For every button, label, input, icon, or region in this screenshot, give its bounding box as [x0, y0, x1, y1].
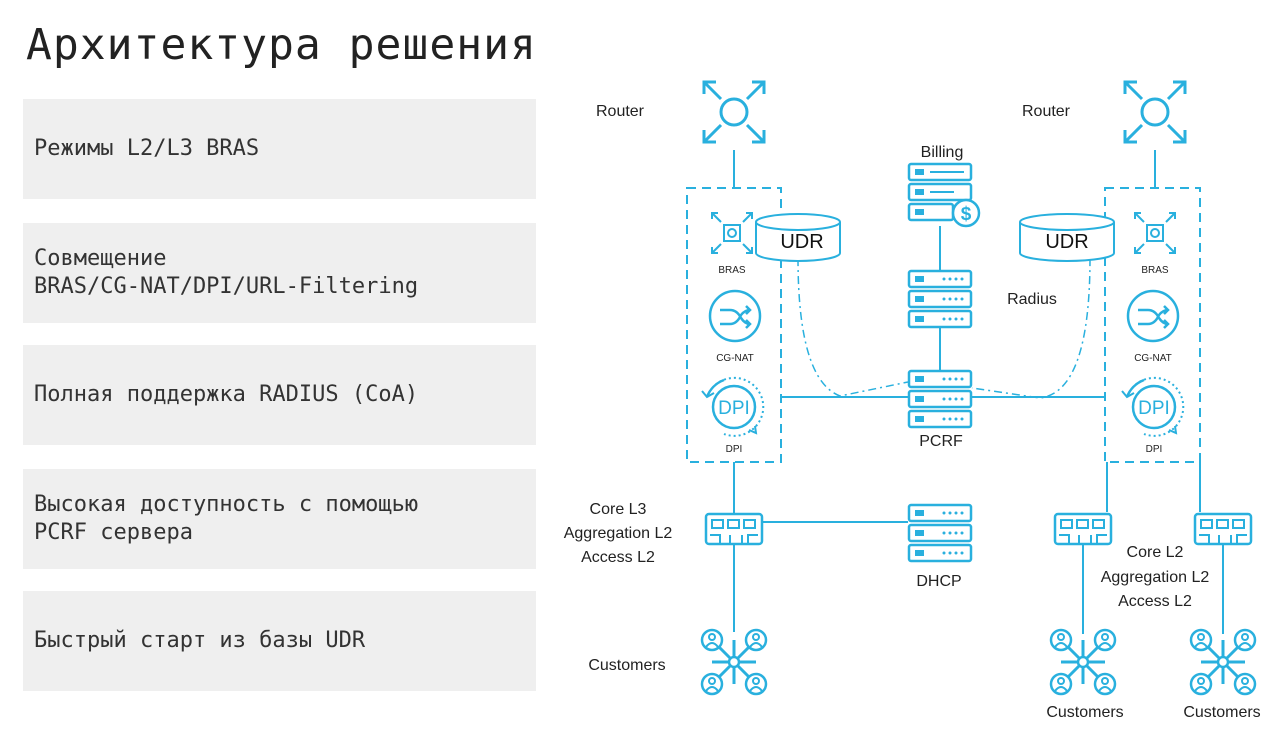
dpi-right-label: DPI [1146, 444, 1163, 455]
feature-high-availability: Высокая доступность с помощью PCRF серве… [23, 469, 536, 569]
dhcp-server-icon [907, 503, 973, 563]
core-left-line-3: Access L2 [581, 549, 655, 566]
radius-label: Radius [1007, 291, 1057, 308]
feature-radius-coa: Полная поддержка RADIUS (CoA) [23, 345, 536, 445]
feature-combined-services: Совмещение BRAS/CG-NAT/DPI/URL-Filtering [23, 223, 536, 323]
dpi-left-label: DPI [726, 444, 743, 455]
udr-right-database-icon [1019, 213, 1115, 262]
cgnat-left-label: CG-NAT [716, 353, 754, 364]
customers-right-2-icon [1189, 628, 1257, 696]
switch-left-icon [704, 512, 764, 546]
link-udr-left-pcrf [797, 257, 909, 397]
pcrf-server-icon [907, 369, 973, 429]
customers-right-1-icon [1049, 628, 1117, 696]
bras-left-icon [711, 212, 753, 254]
feature-text: Быстрый старт из базы UDR [34, 628, 366, 653]
core-right-line-2: Aggregation L2 [1101, 569, 1210, 586]
slide-title: Архитектура решения [26, 20, 537, 70]
feature-l2-l3-bras: Режимы L2/L3 BRAS [23, 99, 536, 199]
customers-left-label: Customers [588, 657, 665, 674]
dpi-right-icon-text: DPI [1138, 398, 1170, 419]
core-right-line-1: Core L2 [1127, 544, 1184, 561]
feature-text: Режимы L2/L3 BRAS [34, 136, 260, 161]
cgnat-left-icon [708, 289, 762, 343]
core-right-line-3: Access L2 [1118, 593, 1192, 610]
switch-right-1-icon [1053, 512, 1113, 546]
billing-label: Billing [921, 144, 964, 161]
router-left-icon [702, 80, 766, 144]
core-left-line-1: Core L3 [590, 501, 647, 518]
bras-right-icon [1134, 212, 1176, 254]
dpi-left-icon-text: DPI [718, 398, 750, 419]
feature-text: Совмещение BRAS/CG-NAT/DPI/URL-Filtering [34, 246, 419, 299]
router-right-label: Router [1022, 103, 1071, 120]
feature-text: Полная поддержка RADIUS (CoA) [34, 382, 419, 407]
core-left-line-2: Aggregation L2 [564, 525, 673, 542]
right-bras-group-box [1104, 187, 1201, 463]
cgnat-right-icon [1126, 289, 1180, 343]
left-bras-group-box [686, 187, 782, 463]
switch-right-2-icon [1193, 512, 1253, 546]
billing-server-icon [907, 162, 981, 228]
cgnat-right-label: CG-NAT [1134, 353, 1172, 364]
feature-udr-quick-start: Быстрый старт из базы UDR [23, 591, 536, 691]
customers-right-1-label: Customers [1046, 704, 1123, 721]
router-right-icon [1123, 80, 1187, 144]
link-udr-right-pcrf [971, 257, 1091, 399]
udr-right-label: UDR [1045, 231, 1088, 253]
radius-server-icon [907, 269, 973, 329]
customers-right-2-label: Customers [1183, 704, 1260, 721]
customers-left-icon [700, 628, 768, 696]
feature-text: Высокая доступность с помощью PCRF серве… [34, 492, 419, 545]
udr-left-database-icon [755, 213, 841, 262]
udr-left-label: UDR [780, 231, 823, 253]
router-left-label: Router [596, 103, 645, 120]
pcrf-label: PCRF [919, 433, 963, 450]
bras-right-label: BRAS [1141, 265, 1169, 276]
bras-left-label: BRAS [718, 265, 746, 276]
dhcp-label: DHCP [916, 573, 961, 590]
